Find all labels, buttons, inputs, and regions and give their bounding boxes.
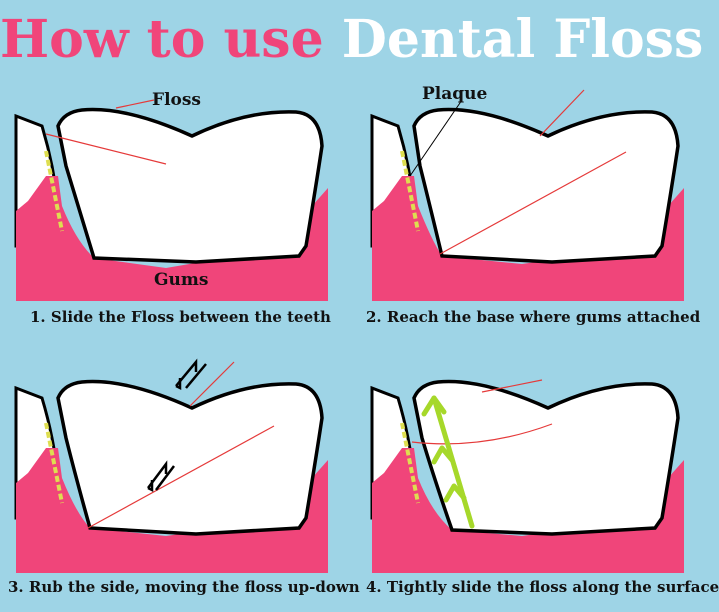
step-3-panel [14, 361, 328, 573]
step-4-caption: 4. Tightly slide the floss along the sur… [366, 578, 719, 596]
floss-line [411, 423, 553, 445]
floss-upper-line [189, 361, 235, 407]
step-3-illustration [14, 361, 328, 573]
plaque-pointer [409, 99, 463, 177]
tooth-shape [56, 379, 324, 536]
plaque-label: Plaque [422, 84, 488, 104]
step-1-caption: 1. Slide the Floss between the teeth [30, 308, 331, 326]
step-4-illustration [370, 379, 684, 573]
tooth-shape [412, 107, 680, 264]
step-1-illustration [14, 99, 328, 301]
floss-pointer [115, 99, 155, 109]
gum-shape [16, 176, 328, 301]
plaque-mark [44, 150, 64, 232]
plaque-mark [400, 150, 420, 232]
tooth-shape [56, 107, 324, 264]
step-4-panel [370, 378, 684, 573]
plaque-mark [400, 422, 420, 504]
gum-shape [372, 176, 684, 301]
page-title: How to use Dental Floss [0, 0, 704, 80]
gum-shape [16, 448, 328, 573]
gums-label: Gums [154, 270, 209, 290]
floss-upper-line [539, 89, 585, 137]
step-2-panel [370, 89, 684, 301]
floss-line [439, 151, 627, 255]
title-part-2: Dental Floss [341, 9, 704, 70]
plaque-mark [44, 422, 64, 504]
step-3-caption: 3. Rub the side, moving the floss up-dow… [8, 578, 360, 596]
green-arrow [421, 395, 475, 529]
tooth-shape [412, 379, 680, 536]
floss-line [45, 133, 167, 165]
floss-line [87, 425, 275, 529]
title-part-1: How to use [0, 9, 324, 70]
up-down-arrows-lower [147, 460, 175, 493]
floss-label: Floss [152, 90, 202, 110]
gum-shape [372, 448, 684, 573]
up-down-arrows-upper [175, 358, 207, 391]
step-1-panel [14, 99, 328, 301]
step-2-illustration [370, 89, 684, 301]
floss-upper-line [481, 379, 543, 393]
step-2-caption: 2. Reach the base where gums attached [366, 308, 701, 326]
